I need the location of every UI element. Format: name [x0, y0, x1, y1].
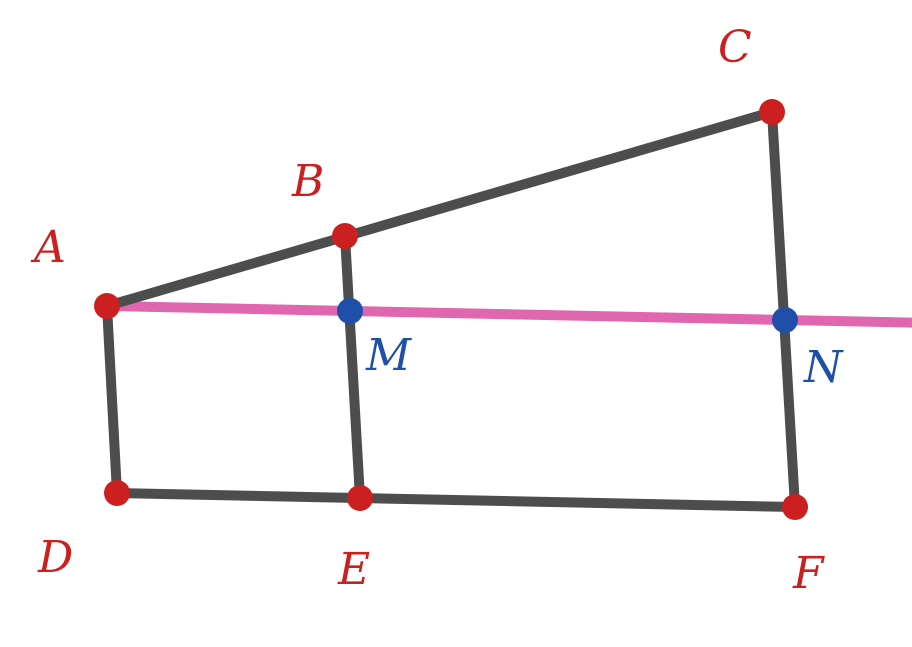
point-A — [94, 293, 120, 319]
segment-AD — [102, 301, 122, 498]
label-E: E — [337, 544, 370, 595]
point-C — [759, 99, 785, 125]
label-N: N — [803, 342, 844, 393]
point-F — [782, 494, 808, 520]
label-M: M — [365, 330, 412, 381]
label-B: B — [291, 156, 324, 207]
segment-DF — [112, 488, 800, 512]
segment-BE — [340, 231, 365, 503]
label-C: C — [718, 22, 752, 73]
point-D — [104, 480, 130, 506]
point-B — [332, 223, 358, 249]
point-N — [772, 307, 798, 333]
labels-layer: A B C D E F M N — [30, 22, 844, 599]
point-M — [337, 298, 363, 324]
label-F: F — [792, 548, 825, 599]
points-layer — [94, 99, 808, 520]
label-A: A — [30, 222, 66, 273]
label-D: D — [37, 532, 73, 583]
point-E — [347, 485, 373, 511]
segment-AC — [102, 107, 777, 311]
